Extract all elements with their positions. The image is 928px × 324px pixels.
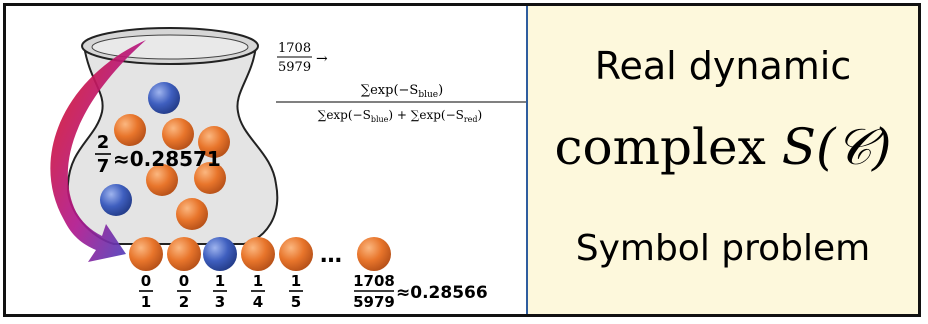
sequence-fraction-denominator: 5	[291, 293, 301, 311]
row-ball-6-orange	[357, 237, 391, 271]
row-fractions: 0 1 0 2 1 3 1 4 1 5	[139, 272, 303, 311]
formula-num-main: ∑exp(−S	[361, 83, 419, 98]
complex-math: S(𝒞)	[781, 118, 892, 176]
row-ball-1-orange	[129, 237, 163, 271]
row-ball-2-orange	[167, 237, 201, 271]
formula-den-mid: ) + ∑exp(−S	[388, 108, 463, 122]
summary-panel: Real dynamic complex S(𝒞) Symbol problem	[528, 6, 918, 314]
urn-diagram-panel: 2 7 ≈0.28571 1708 5979 → ∑exp(−Sblue) ∑e…	[6, 6, 526, 314]
orange-ball-3	[162, 118, 194, 150]
formula-lhs-denominator: 5979	[278, 60, 311, 75]
summary-line-real-dynamic: Real dynamic	[594, 44, 852, 88]
panel-divider	[526, 6, 528, 314]
formula-num-end: )	[438, 83, 443, 98]
jar-balls	[100, 82, 230, 230]
formula-lhs-numerator: 1708	[278, 41, 311, 56]
sequence-fraction-numerator: 1	[253, 272, 263, 290]
sequence-fraction-numerator: 0	[179, 272, 189, 290]
sequence-fraction-denominator: 3	[215, 293, 225, 311]
orange-ball-8	[176, 198, 208, 230]
curved-arrow	[50, 40, 146, 262]
formula-den-a-sub: blue	[371, 115, 389, 124]
sequence-fraction-denominator: 1	[141, 293, 151, 311]
sequence-fraction-numerator: 1	[291, 272, 301, 290]
jar-opening	[91, 34, 249, 60]
row-ball-4-orange	[241, 237, 275, 271]
sequence-fraction-numerator: 1	[215, 272, 225, 290]
sequence-fraction-numerator: 0	[141, 272, 151, 290]
last-fraction-approx: ≈0.28566	[396, 283, 488, 303]
jar-label-denominator: 7	[97, 156, 110, 177]
orange-ball-2	[114, 114, 146, 146]
blue-ball-7	[100, 184, 132, 216]
urn-diagram: 2 7 ≈0.28571 1708 5979 → ∑exp(−Sblue) ∑e…	[50, 27, 526, 311]
orange-ball-5	[146, 164, 178, 196]
formula-denominator: ∑exp(−Sblue) + ∑exp(−Sred)	[318, 108, 482, 124]
summary-line-complex: complex S(𝒞)	[528, 118, 918, 177]
summary-line-symbol-problem: Symbol problem	[575, 228, 871, 269]
formula-den-end: )	[478, 108, 483, 122]
formula-numerator: ∑exp(−Sblue)	[361, 83, 443, 100]
orange-ball-6	[194, 162, 226, 194]
formula-num-sub: blue	[418, 90, 438, 100]
last-fraction-denominator: 5979	[353, 293, 395, 311]
row-ball-3-blue	[203, 237, 237, 271]
row-ellipsis: …	[320, 243, 342, 268]
sequence-fraction-denominator: 2	[179, 293, 189, 311]
row-ball-5-orange	[279, 237, 313, 271]
blue-ball-1	[148, 82, 180, 114]
jar-label-approx: ≈0.28571	[113, 147, 221, 171]
last-fraction-numerator: 1708	[353, 272, 395, 290]
row-balls	[129, 237, 391, 271]
orange-ball-4	[198, 126, 230, 158]
jar-label-numerator: 2	[97, 132, 110, 153]
sequence-fraction-denominator: 4	[253, 293, 263, 311]
complex-word: complex	[554, 118, 766, 176]
formula-arrow: →	[316, 51, 328, 67]
formula-den-b-sub: red	[464, 115, 478, 124]
formula-den-a: ∑exp(−S	[318, 108, 371, 122]
